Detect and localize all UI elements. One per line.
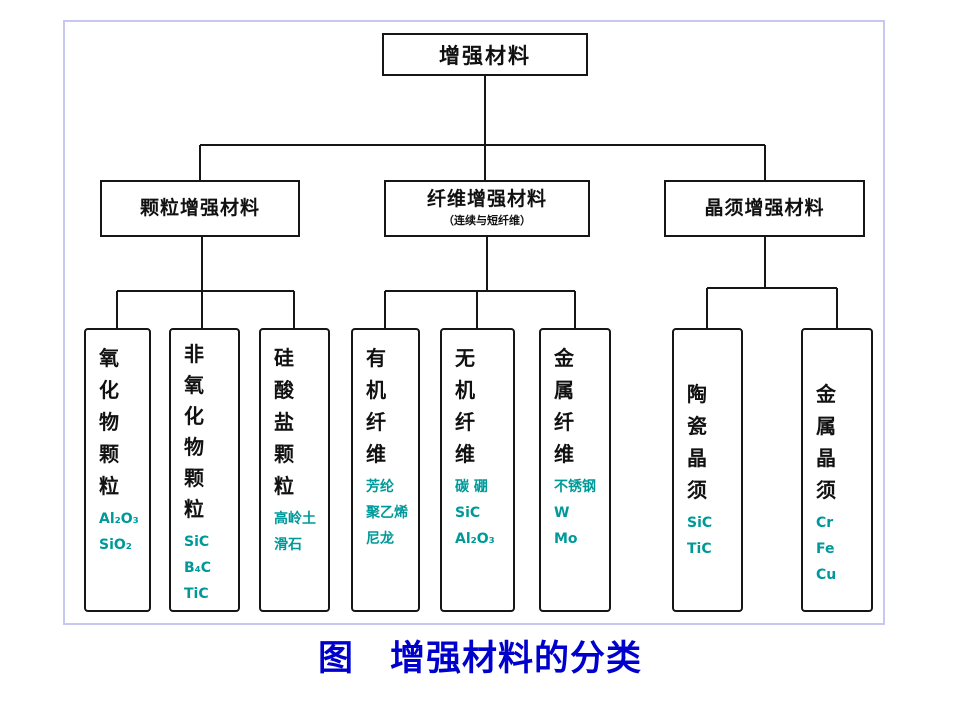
leaf-item: SiC	[455, 505, 481, 521]
node-label: 纤维增强材料	[426, 188, 547, 211]
leaf-non-oxide-particles: 非氧化物颗粒 SiC B₄C TiC	[169, 328, 240, 612]
node-sublabel: （连续与短纤维）	[443, 213, 531, 227]
leaf-item: Mo	[554, 531, 578, 547]
leaf-item: TiC	[687, 541, 712, 557]
leaf-item: 聚乙烯	[366, 505, 408, 521]
leaf-item: SiC	[184, 534, 210, 550]
leaf-title: 陶瓷晶须	[687, 382, 707, 502]
leaf-title: 金属纤维	[554, 346, 574, 466]
node-label: 颗粒增强材料	[139, 196, 260, 219]
leaf-item: Al₂O₃	[455, 531, 495, 547]
leaf-item: SiO₂	[99, 537, 132, 553]
leaf-item: 滑石	[274, 537, 302, 553]
leaf-item: 不锈钢	[554, 479, 596, 495]
leaf-item: Al₂O₃	[99, 511, 139, 527]
leaf-item: Cu	[816, 567, 837, 583]
node-reinforcement-materials: 增强材料	[382, 33, 588, 76]
leaf-items: Al₂O₃ SiO₂	[99, 506, 145, 558]
leaf-items: 不锈钢 W Mo	[554, 474, 600, 552]
leaf-metal-fiber: 金属纤维 不锈钢 W Mo	[539, 328, 611, 612]
leaf-item: 碳 硼	[455, 479, 488, 495]
leaf-inorganic-fiber: 无机纤维 碳 硼 SiC Al₂O₃	[440, 328, 515, 612]
node-particle-reinforcement: 颗粒增强材料	[100, 180, 300, 237]
leaf-item: B₄C	[184, 560, 212, 576]
leaf-title: 氧化物颗粒	[99, 346, 119, 498]
figure-caption: 图 增强材料的分类	[317, 639, 642, 679]
node-label: 晶须增强材料	[704, 196, 825, 219]
leaf-items: SiC TiC	[687, 510, 733, 562]
leaf-item: W	[554, 505, 570, 521]
leaf-items: 碳 硼 SiC Al₂O₃	[455, 474, 501, 552]
leaf-item: SiC	[687, 515, 713, 531]
leaf-organic-fiber: 有机纤维 芳纶聚乙烯尼龙	[351, 328, 420, 612]
leaf-ceramic-whisker: 陶瓷晶须 SiC TiC	[672, 328, 743, 612]
leaf-item: Cr	[816, 515, 834, 531]
node-whisker-reinforcement: 晶须增强材料	[664, 180, 865, 237]
leaf-items: 芳纶聚乙烯尼龙	[366, 474, 412, 552]
leaf-title: 有机纤维	[366, 346, 386, 466]
leaf-item: Fe	[816, 541, 835, 557]
leaf-title: 金属晶须	[816, 382, 836, 502]
leaf-item: TiC	[184, 586, 209, 602]
leaf-item: 芳纶	[366, 479, 394, 495]
leaf-oxide-particles: 氧化物颗粒 Al₂O₃ SiO₂	[84, 328, 151, 612]
leaf-item: 尼龙	[366, 531, 394, 547]
node-label: 增强材料	[439, 43, 531, 68]
leaf-items: 高岭土滑石	[274, 506, 320, 558]
leaf-title: 非氧化物颗粒	[184, 342, 204, 521]
leaf-title: 无机纤维	[455, 346, 475, 466]
leaf-item: 高岭土	[274, 511, 316, 527]
node-fiber-reinforcement: 纤维增强材料 （连续与短纤维）	[384, 180, 590, 237]
leaf-items: SiC B₄C TiC	[184, 529, 230, 607]
leaf-title: 硅酸盐颗粒	[274, 346, 294, 498]
leaf-silicate-particles: 硅酸盐颗粒 高岭土滑石	[259, 328, 330, 612]
